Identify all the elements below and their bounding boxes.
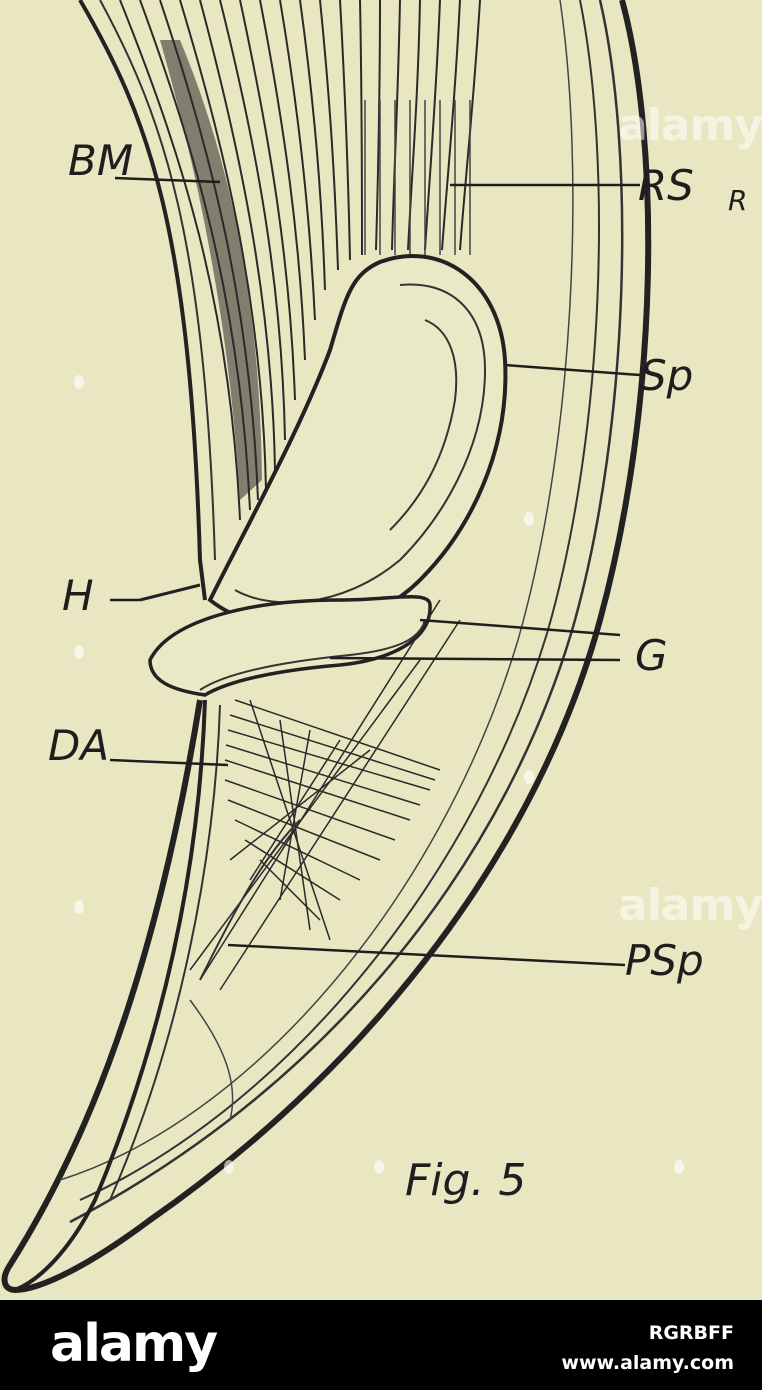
psp-body [199, 819, 301, 981]
label-g: G [635, 631, 668, 680]
label-bm: BM [68, 136, 133, 185]
label-rs: RS [638, 161, 694, 210]
claw-lower-left-wall [14, 699, 207, 1292]
watermark-dot [74, 900, 84, 914]
label-da: DA [48, 721, 109, 770]
image-credit: RGRBFF www.alamy.com [561, 1318, 734, 1378]
g-socket-inner [199, 619, 426, 691]
watermark-dot [224, 1160, 234, 1174]
claw-lower-left-inner [109, 704, 221, 1201]
leader-lines [109, 176, 641, 967]
footer-bar: alamy RGRBFF www.alamy.com [0, 1300, 762, 1390]
g-socket [148, 595, 432, 697]
watermark-lower: alamy [618, 880, 762, 931]
label-rs-subscript: R [728, 184, 747, 217]
image-id: RGRBFF [648, 1322, 734, 1344]
alamy-logo: alamy [50, 1314, 218, 1374]
claw-left-wall-inner [99, 0, 216, 561]
figure-area: BM RS R Sp H G DA PSp Fig. 5 alamy alamy [0, 0, 762, 1300]
watermark-dot [74, 375, 84, 389]
claw-diagram: BM RS R Sp H G DA PSp Fig. 5 [1, 0, 747, 1294]
watermark-dot [674, 1160, 684, 1174]
psp-lower [189, 999, 234, 1121]
rs-tendon [364, 100, 471, 255]
h-rod [139, 583, 201, 602]
watermark-dot [374, 1160, 384, 1174]
claw-core-line [59, 0, 574, 1181]
sp-plate-inner-2 [389, 319, 458, 531]
da-fiber-fan [189, 599, 461, 991]
watermark-dot [74, 645, 84, 659]
bm-dark-mass [160, 40, 262, 500]
watermark-upper: alamy [618, 100, 762, 151]
figure-caption: Fig. 5 [405, 1155, 526, 1206]
claw-outer-contour [1, 0, 652, 1294]
watermark-dot [524, 770, 534, 784]
label-psp: PSp [625, 936, 704, 985]
label-h: H [62, 571, 94, 620]
watermark-dot [524, 512, 534, 526]
site-url: www.alamy.com [561, 1352, 734, 1374]
label-sp: Sp [640, 351, 693, 400]
claw-left-wall [78, 0, 207, 601]
